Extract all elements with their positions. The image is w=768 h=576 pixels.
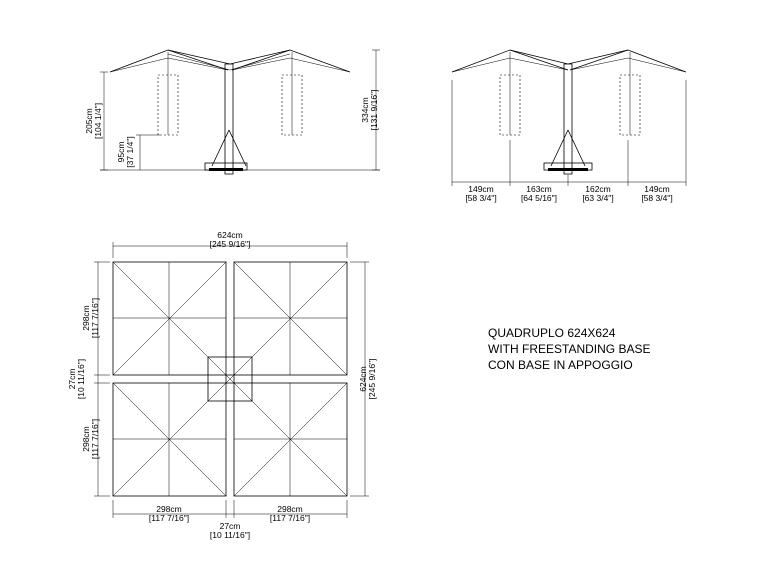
span-3-in: [63 3/4"] [582,193,613,203]
label-height-clear-cm: 95cm [116,142,126,163]
support-arms-lower [167,53,291,71]
plan-width-in: [245 9/16"] [210,239,251,249]
plan-depth-in: [245 9/16"] [367,359,377,400]
side-view: 205cm [104 1/4"] 95cm [37 1/4"] 334cm [1… [84,49,380,175]
right-canopy-rib [231,57,351,73]
plan-width-cm: 624cm [217,230,243,240]
left-canopy-outline [109,49,229,73]
span-1-cm: 149cm [468,184,494,194]
plan-panel-top-in: [117 7/16"] [90,298,100,338]
plan-panel-bottom-cm: 298cm [81,426,91,452]
label-height-canopy-in: [104 1/4"] [93,103,103,139]
central-mast [224,63,234,175]
mast-footprint [225,374,235,384]
plan-depth-cm: 624cm [358,366,368,392]
right-canopy-outline [231,49,351,73]
span-2-cm: 163cm [526,184,552,194]
canopy-top-left [112,261,227,376]
plan-panel-bottom-in: [117 7/16"] [90,419,100,459]
plan-panel-top-cm: 298cm [81,305,91,331]
span-2-in: [64 5/16"] [521,193,557,203]
title-block: QUADRUPLO 624X624 WITH FREESTANDING BASE… [488,326,650,372]
canopy-bottom-right [233,382,348,497]
label-height-total-in: [131 9/16"] [369,90,379,131]
canopy-bottom-left [112,382,227,497]
canopy-top-right [233,261,348,376]
plan-panel-left-cm: 298cm [156,504,182,514]
plan-panel-right-in: [117 7/16"] [270,513,310,523]
front-view: 149cm [58 3/4"] 163cm [64 5/16"] 162cm [… [451,49,687,203]
front-canopy-ribs [451,57,687,73]
base-shadow [209,168,243,171]
front-mast [563,63,573,175]
title-line-3: CON BASE IN APPOGGIO [488,358,633,372]
span-3-cm: 162cm [585,184,611,194]
label-height-total-cm: 334cm [360,97,370,123]
span-4-cm: 149cm [644,184,670,194]
label-height-canopy-cm: 205cm [84,108,94,134]
plan-gap-left-cm: 27cm [67,369,77,390]
plan-panel-right-cm: 298cm [277,504,303,514]
span-4-in: [58 3/4"] [641,193,672,203]
span-1-in: [58 3/4"] [465,193,496,203]
plan-gap-bottom-in: [10 11/16"] [210,530,250,540]
front-right-canopy [569,49,687,73]
plan-gap-left-in: [10 11/16"] [76,359,86,399]
title-line-2: WITH FREESTANDING BASE [488,342,650,356]
plan-gap-bottom-cm: 27cm [220,521,241,531]
front-braces [550,129,586,167]
mast-braces [211,129,247,167]
title-line-1: QUADRUPLO 624X624 [488,326,616,340]
plan-panel-left-in: [117 7/16"] [149,513,189,523]
label-height-clear-in: [37 1/4"] [125,136,135,167]
plan-view: 624cm [245 9/16"] 298cm [117 7/16"] 298c… [67,230,377,540]
central-base [207,356,253,402]
